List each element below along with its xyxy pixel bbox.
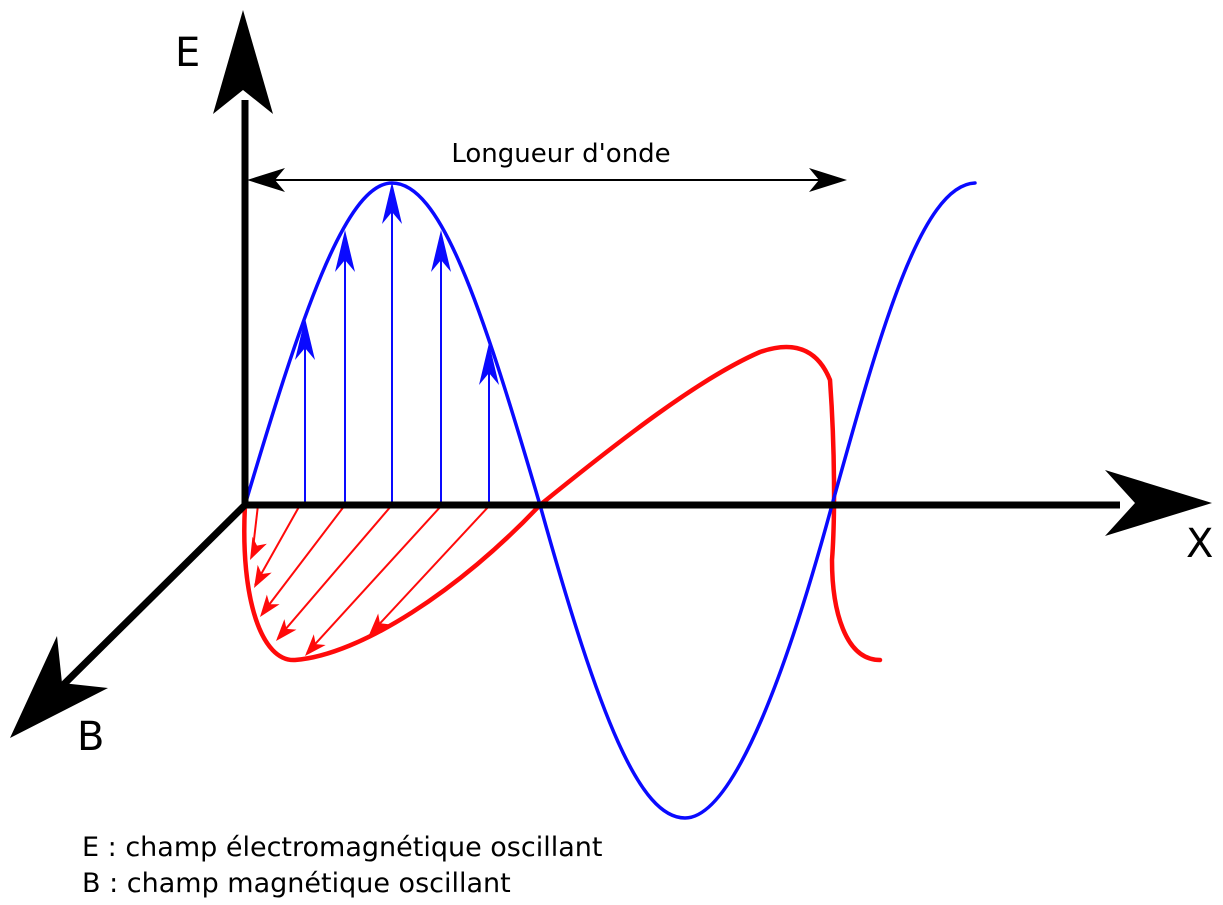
e-field-arrowheads — [295, 182, 499, 385]
b-arrowhead — [369, 613, 390, 635]
e-axis-arrowhead — [213, 10, 273, 114]
axes — [10, 10, 1212, 738]
e-arrowhead — [335, 230, 355, 272]
b-vector — [306, 504, 443, 654]
e-axis-label: E — [175, 30, 200, 76]
e-field-vectors — [304, 192, 490, 505]
x-axis-arrowhead — [1105, 470, 1212, 536]
b-vector — [277, 504, 393, 639]
b-axis-line — [49, 502, 248, 699]
legend-e-field: E : champ électromagnétique oscillant — [82, 832, 603, 863]
wavelength-arrowhead-left — [247, 168, 285, 192]
b-axis-arrowhead — [10, 636, 108, 738]
e-field-curve — [243, 181, 977, 820]
e-arrowhead — [295, 318, 315, 360]
b-field-arrowheads — [250, 536, 390, 656]
wavelength-indicator: Longueur d'onde — [247, 139, 847, 192]
x-axis-label: X — [1186, 521, 1213, 567]
b-field-curve — [242, 344, 883, 663]
legend-b-field: B : champ magnétique oscillant — [82, 868, 511, 899]
b-arrowhead — [305, 634, 326, 656]
b-arrowhead — [254, 564, 272, 588]
b-field-vectors — [251, 504, 491, 654]
e-arrowhead — [382, 182, 402, 224]
e-arrowhead — [431, 230, 451, 272]
b-arrowhead — [276, 619, 297, 641]
b-arrowhead — [250, 536, 267, 560]
b-arrowhead — [260, 594, 280, 617]
b-axis-label: B — [77, 714, 104, 760]
b-vector — [261, 504, 346, 615]
wavelength-arrowhead-right — [809, 168, 847, 192]
e-arrowhead — [479, 343, 499, 385]
b-vector — [371, 504, 491, 633]
wavelength-label: Longueur d'onde — [451, 139, 670, 169]
b-vector — [254, 504, 301, 586]
